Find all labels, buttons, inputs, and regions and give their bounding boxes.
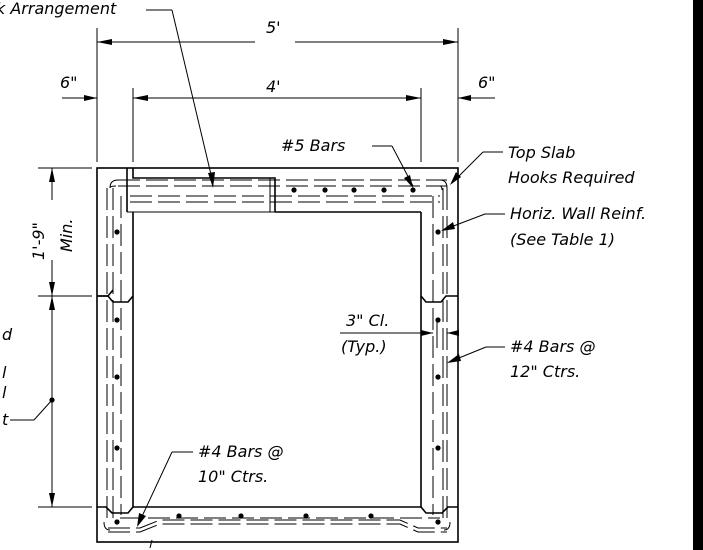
- dim-1ft9in-label: 1'-9": [29, 222, 48, 260]
- bars-4-10-label: #4 Bars @: [198, 442, 283, 461]
- arrow-head: [450, 172, 461, 185]
- hook-left-top: [109, 179, 128, 189]
- arrow-head: [137, 513, 146, 527]
- dim-6in-right-label: 6": [478, 73, 496, 92]
- leader-line-left: [33, 399, 53, 421]
- frame-recess: [132, 168, 276, 212]
- rebar-dot: [291, 187, 297, 193]
- outer-wall: [96, 167, 459, 543]
- rebar-dot: [435, 374, 441, 380]
- frame-arrangement-label: k Arrangement: [0, 0, 117, 18]
- arrow-head: [49, 296, 55, 310]
- horiz-wall-label: Horiz. Wall Reinf.: [510, 204, 646, 223]
- left-joint-bottom: [97, 506, 134, 514]
- bottom-slab-bar-2: [108, 523, 447, 533]
- hook-left-bottom: [103, 521, 111, 531]
- inner-opening: [132, 212, 422, 508]
- bars-4-12-ctrs-label: 12" Ctrs.: [510, 362, 580, 381]
- rebar-dot: [351, 187, 357, 193]
- arrow-head: [97, 39, 112, 45]
- hook-left-top-2: [109, 185, 117, 189]
- hook-right-top: [430, 179, 448, 189]
- hook-right-bottom: [443, 521, 451, 531]
- bars-4-12-label: #4 Bars @: [510, 337, 595, 356]
- frame-leader: [171, 9, 214, 184]
- arrow-head: [443, 39, 458, 45]
- dim-6in-left-label: 6": [60, 73, 78, 92]
- right-joint-bottom: [420, 506, 458, 514]
- arrow-head: [406, 95, 421, 101]
- top-slab-label: Top Slab: [508, 143, 575, 162]
- arrow-head: [208, 172, 215, 188]
- arrow-head: [421, 330, 433, 336]
- rebar-dot: [368, 513, 374, 519]
- typ-label: (Typ.): [341, 337, 387, 356]
- left-joint-edge: [97, 289, 114, 297]
- rebar-dot: [435, 229, 441, 235]
- left-joint-top: [97, 295, 134, 303]
- dim-4ft-label: 4': [266, 77, 281, 96]
- arrow-head: [441, 222, 455, 231]
- see-table-label: (See Table 1): [510, 230, 615, 249]
- left-partial-text-2: l: [2, 363, 7, 382]
- dim-gap: [255, 22, 295, 48]
- rebar-dot: [410, 187, 416, 193]
- arrow-head: [447, 330, 459, 336]
- rebar-dots: [114, 187, 441, 525]
- left-partial-text-4: t: [2, 410, 9, 429]
- arrow-head: [49, 168, 55, 182]
- left-partial-text-3: l: [2, 383, 7, 402]
- rebar-dot: [381, 187, 387, 193]
- rebar-dot: [303, 513, 309, 519]
- arrow-head: [49, 493, 55, 507]
- right-joint-top: [420, 295, 458, 303]
- rebar-dot: [435, 519, 441, 525]
- dim-min-label: Min.: [57, 219, 76, 252]
- rebar-dot: [114, 374, 120, 380]
- arrow-head: [133, 95, 148, 101]
- hooks-required-label: Hooks Required: [508, 168, 635, 187]
- hook-right-top-2: [430, 185, 443, 191]
- rebar-dot: [114, 317, 120, 323]
- rebar-dot: [238, 513, 244, 519]
- bars410-leader: [137, 451, 173, 526]
- bars-4-10-ctrs-label: 10" Ctrs.: [198, 467, 268, 486]
- dim-gap: [45, 200, 59, 260]
- rebar-dot: [176, 513, 182, 519]
- arrow-head: [49, 282, 55, 296]
- arrow-head: [458, 95, 471, 101]
- left-partial-text-1: d: [2, 325, 13, 344]
- rebar-dot: [322, 187, 328, 193]
- rebar-dot: [435, 317, 441, 323]
- bottom-slab-bar-1: [108, 519, 447, 529]
- arrow-head: [447, 354, 461, 363]
- clear-label: 3" Cl.: [346, 311, 389, 330]
- rebar-dot: [114, 445, 120, 451]
- bars-5-label: #5 Bars: [281, 136, 345, 155]
- arrow-head: [84, 95, 97, 101]
- rebar-dot: [435, 445, 441, 451]
- sheet-border: [693, 0, 703, 550]
- bottom-leader-stub: [149, 539, 153, 549]
- rebar-dot: [114, 229, 120, 235]
- rebar-dot: [114, 519, 120, 525]
- arrow-head: [404, 175, 413, 188]
- dim-5ft-label: 5': [266, 18, 281, 37]
